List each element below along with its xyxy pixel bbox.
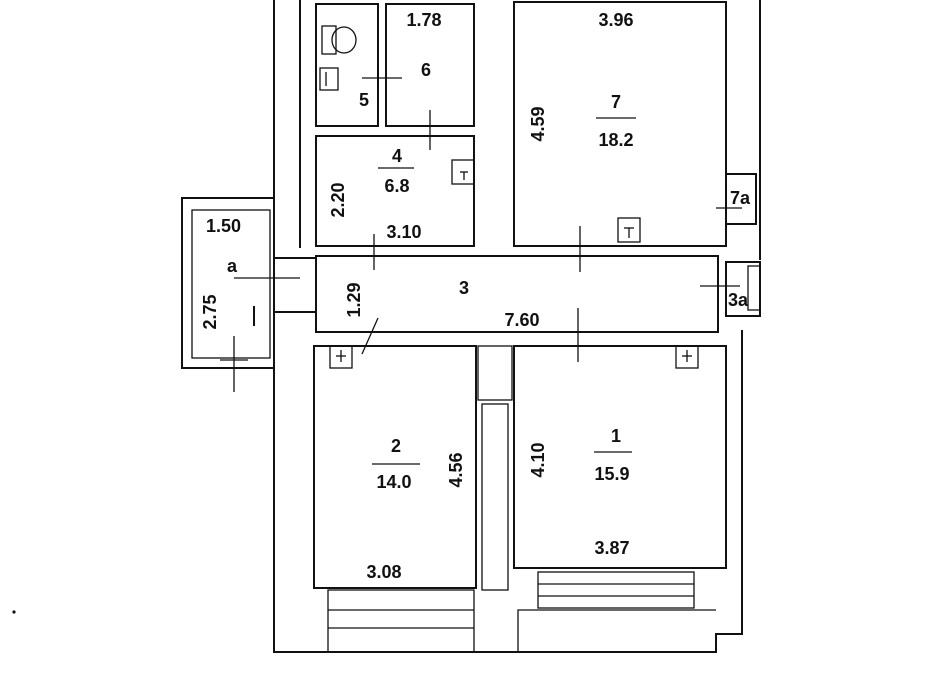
room-3-number: 3 (459, 278, 469, 298)
room-4: 4 6.8 2.20 3.10 (315, 135, 475, 270)
radiator-icon (617, 217, 641, 243)
outer-walls (273, 0, 761, 653)
room-1-number: 1 (611, 426, 621, 446)
sink-icon (451, 159, 475, 185)
room-3-length: 7.60 (504, 310, 539, 330)
room-4-width: 3.10 (386, 222, 421, 242)
room-7a-number: 7a (730, 188, 751, 208)
room-7-number: 7 (611, 92, 621, 112)
room-1-width: 3.87 (594, 538, 629, 558)
entrance-steps-left (327, 589, 475, 653)
radiator-icon (675, 345, 699, 369)
room-a: 1.50 a 2.75 (181, 197, 300, 392)
room-7-area: 18.2 (598, 130, 633, 150)
toilet-icon (321, 25, 357, 55)
room-3a-number: 3a (728, 290, 749, 310)
room-4-height: 2.20 (328, 182, 348, 217)
room-7-height: 4.59 (528, 106, 548, 141)
room-6-width: 1.78 (406, 10, 441, 30)
room-2-height: 4.56 (446, 452, 466, 487)
room-a-number: a (227, 256, 238, 276)
room-1-height: 4.10 (528, 442, 548, 477)
room-1-area: 15.9 (594, 464, 629, 484)
room-6: 1.78 6 (385, 3, 475, 150)
room-2: 2 14.0 4.56 3.08 (313, 345, 477, 589)
passage (477, 345, 513, 591)
room-3-width: 1.29 (344, 282, 364, 317)
room-3: 3 7.60 1.29 (315, 255, 740, 362)
room-a-width: 1.50 (206, 216, 241, 236)
room-2-area: 14.0 (376, 472, 411, 492)
entrance-steps-right (517, 571, 716, 652)
room-6-number: 6 (421, 60, 431, 80)
dot-mark (12, 610, 16, 614)
room-2-width: 3.08 (366, 562, 401, 582)
room-a-height: 2.75 (200, 294, 220, 329)
room-4-area: 6.8 (384, 176, 409, 196)
room-5-number: 5 (359, 90, 369, 110)
room-4-number: 4 (392, 146, 402, 166)
sink-icon (319, 67, 339, 91)
room-7a: 7a (716, 173, 757, 225)
room-5: 5 (315, 3, 402, 127)
room-1: 1 15.9 4.10 3.87 (513, 345, 727, 569)
room-2-number: 2 (391, 436, 401, 456)
room-3a: 3a (725, 261, 761, 317)
room-7: 3.96 7 18.2 4.59 (513, 1, 727, 272)
radiator-icon (329, 345, 353, 369)
room-7-width: 3.96 (598, 10, 633, 30)
